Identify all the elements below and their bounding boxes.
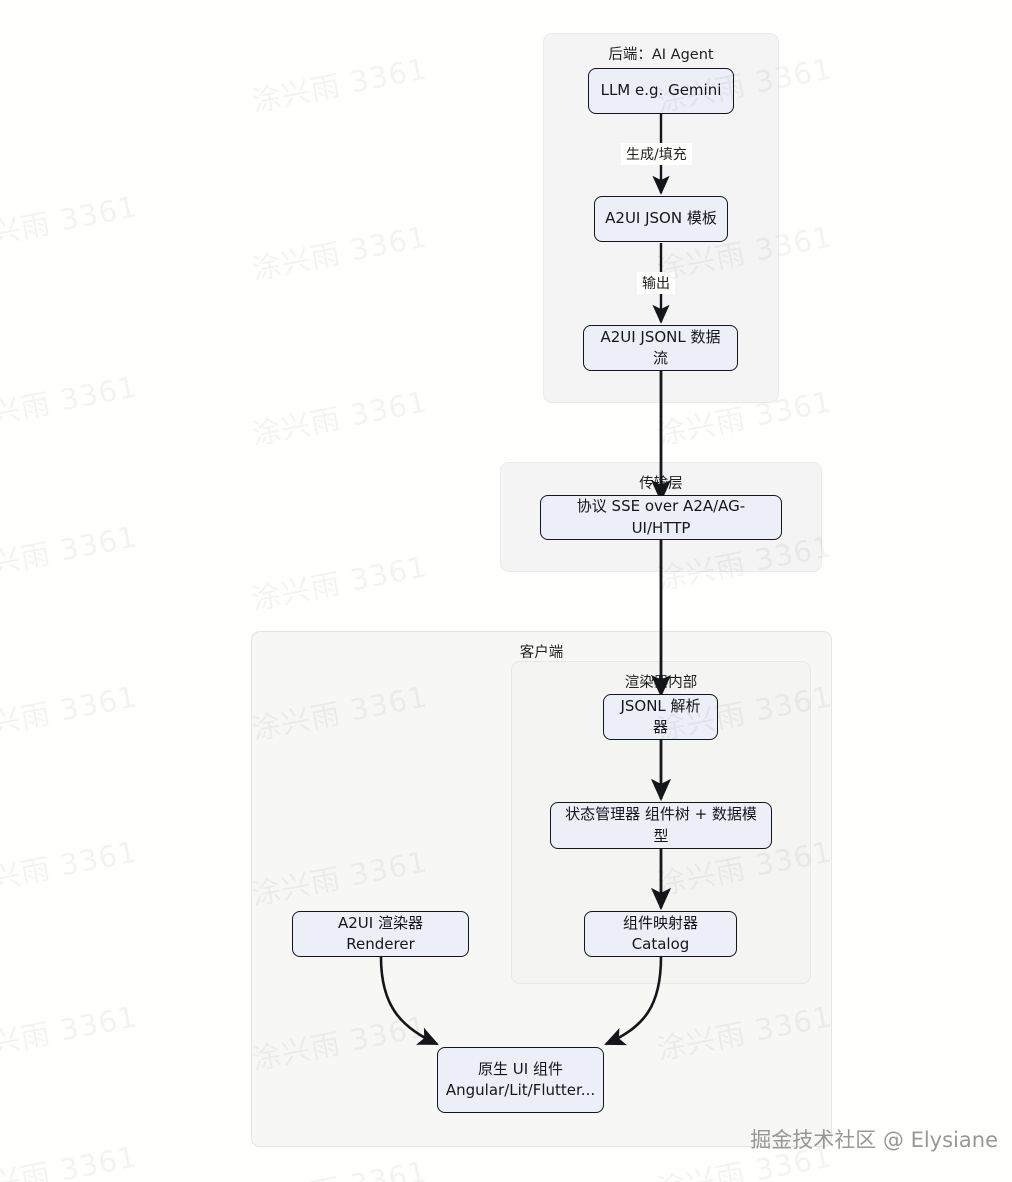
watermark-text: 涂兴雨 3361 xyxy=(0,363,140,438)
node-state-manager[interactable]: 状态管理器 组件树 + 数据模型 xyxy=(550,802,772,849)
node-llm[interactable]: LLM e.g. Gemini xyxy=(588,68,734,114)
subgraph-client-title: 客户端 xyxy=(519,645,564,661)
node-a2ui-renderer[interactable]: A2UI 渲染器 Renderer xyxy=(292,911,469,957)
node-stream-label: A2UI JSONL 数据流 xyxy=(600,327,721,367)
watermark-text: 涂兴雨 3361 xyxy=(0,183,140,258)
node-native-ui-label-line2: Angular/Lit/Flutter... xyxy=(445,1081,596,1099)
attribution-text: 掘金技术社区 @ Elysiane xyxy=(750,1128,998,1152)
node-catalog[interactable]: 组件映射器 Catalog xyxy=(584,911,737,957)
watermark-text: 涂兴雨 3361 xyxy=(0,993,140,1068)
node-parser[interactable]: JSONL 解析器 xyxy=(603,694,718,740)
node-native-ui[interactable]: 原生 UI 组件 Angular/Lit/Flutter... xyxy=(437,1047,604,1113)
watermark-text: 涂兴雨 3361 xyxy=(0,513,140,588)
node-catalog-label: 组件映射器 Catalog xyxy=(622,913,698,953)
node-state-manager-label: 状态管理器 组件树 + 数据模型 xyxy=(565,805,757,845)
watermark-text: 涂兴雨 3361 xyxy=(248,543,431,618)
watermark-text: 涂兴雨 3361 xyxy=(0,673,140,748)
node-protocol-label: 协议 SSE over A2A/AG-UI/HTTP xyxy=(576,497,746,537)
node-stream[interactable]: A2UI JSONL 数据流 xyxy=(583,325,738,371)
node-template-label: A2UI JSON 模板 xyxy=(605,209,717,228)
node-llm-label: LLM e.g. Gemini xyxy=(600,81,722,100)
node-parser-label: JSONL 解析器 xyxy=(620,696,701,736)
subgraph-transport-title: 传输层 xyxy=(639,476,683,492)
node-protocol[interactable]: 协议 SSE over A2A/AG-UI/HTTP xyxy=(540,495,782,540)
watermark-text: 涂兴雨 3361 xyxy=(248,45,431,120)
node-template[interactable]: A2UI JSON 模板 xyxy=(594,196,728,242)
node-a2ui-renderer-label: A2UI 渲染器 Renderer xyxy=(338,913,423,953)
watermark-text: 涂兴雨 3361 xyxy=(248,378,431,453)
subgraph-backend-title: 后端：AI Agent xyxy=(608,47,714,63)
edge-label-generate-fill: 生成/填充 xyxy=(621,143,692,165)
watermark-text: 涂兴雨 3361 xyxy=(248,213,431,288)
watermark-text: 涂兴雨 3361 xyxy=(248,1148,431,1182)
watermark-text: 涂兴雨 3361 xyxy=(0,828,140,903)
subgraph-renderer-title: 渲染器内部 xyxy=(624,675,698,691)
watermark-text: 涂兴雨 3361 xyxy=(0,1133,140,1182)
edge-label-output: 输出 xyxy=(637,272,675,294)
node-native-ui-label-line1: 原生 UI 组件 xyxy=(478,1059,563,1078)
